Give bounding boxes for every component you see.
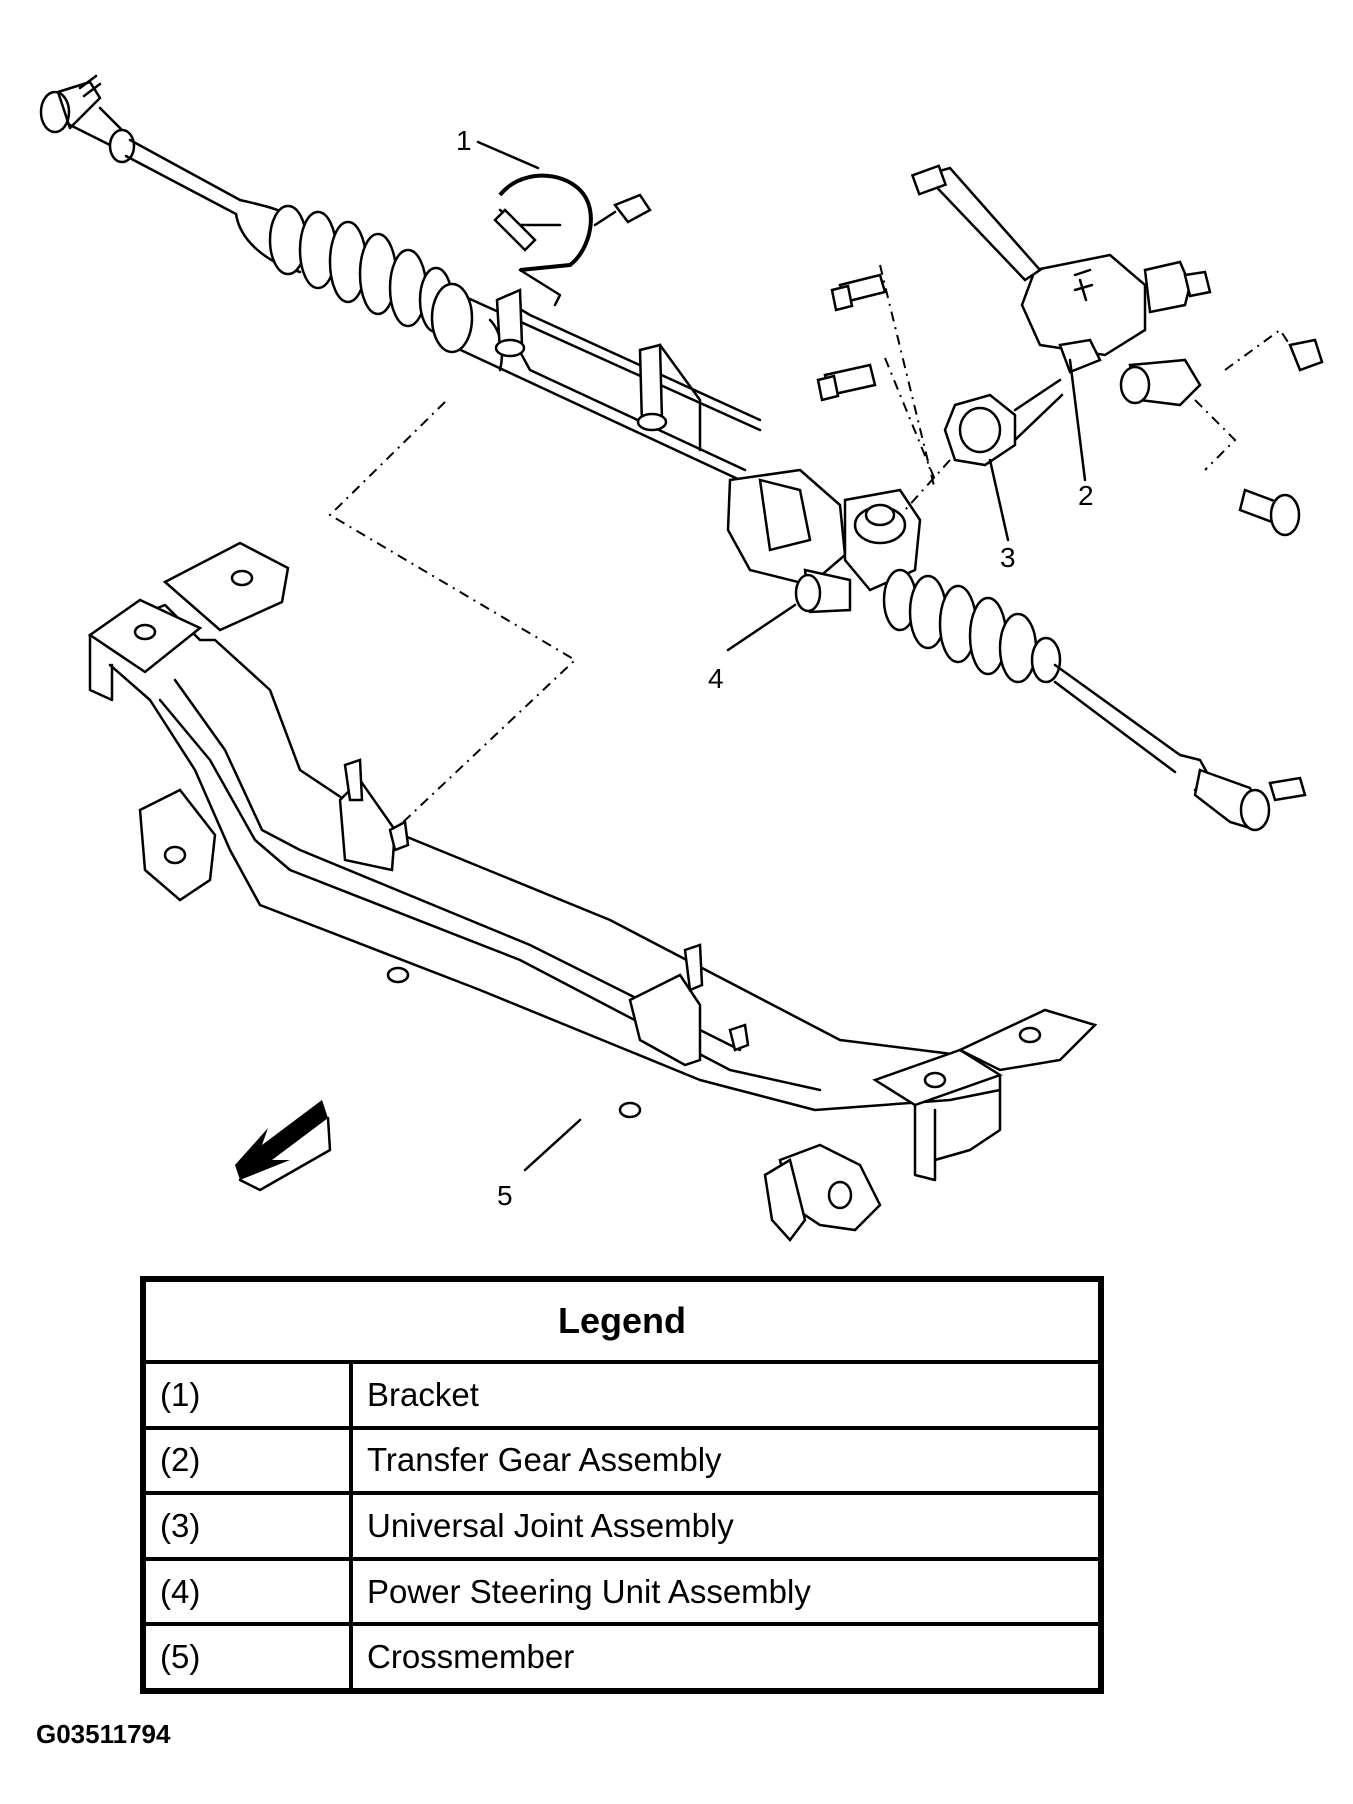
front-direction-arrow-icon xyxy=(235,1100,332,1192)
legend-number: (2) xyxy=(141,1425,353,1496)
legend-row: (3) Universal Joint Assembly xyxy=(141,1491,1103,1561)
left-tie-rod-end xyxy=(39,74,242,216)
legend-header-row: Legend xyxy=(141,1277,1103,1364)
callout-4: 4 xyxy=(708,663,724,694)
universal-joint-part-3 xyxy=(904,378,1064,511)
legend-row: (2) Transfer Gear Assembly xyxy=(141,1425,1103,1496)
legend-title: Legend xyxy=(141,1277,1103,1364)
transfer-gear-part-2 xyxy=(1020,253,1212,407)
legend-label: Bracket xyxy=(349,1360,1103,1430)
callout-1: 1 xyxy=(456,125,472,156)
power-steering-unit-part-4 xyxy=(726,468,922,614)
callout-5: 5 xyxy=(497,1180,513,1211)
legend-table: Legend (1) Bracket (2) Transfer Gear Ass… xyxy=(140,1276,1104,1694)
leader-line-2 xyxy=(1068,358,1087,482)
leader-line-3 xyxy=(988,458,1010,542)
right-tie-rod-end xyxy=(1053,663,1307,832)
leader-line-4 xyxy=(726,603,797,652)
legend-number: (5) xyxy=(141,1622,353,1693)
legend-label: Power Steering Unit Assembly xyxy=(349,1556,1103,1627)
left-bellows-boot xyxy=(234,198,454,334)
leader-line-1 xyxy=(476,140,540,170)
legend-label: Universal Joint Assembly xyxy=(349,1491,1103,1561)
image-code: G03511794 xyxy=(36,1719,171,1749)
legend-label: Transfer Gear Assembly xyxy=(349,1425,1103,1496)
legend-number: (3) xyxy=(141,1491,353,1561)
callout-2: 2 xyxy=(1078,480,1094,511)
leader-line-5 xyxy=(523,1118,582,1172)
legend-row: (4) Power Steering Unit Assembly xyxy=(141,1556,1103,1627)
housing-mount-stud xyxy=(494,288,702,452)
callout-3: 3 xyxy=(1000,542,1016,573)
alignment-guide xyxy=(328,401,577,826)
legend-row: (5) Crossmember xyxy=(141,1622,1103,1693)
rack-housing xyxy=(430,282,762,482)
legend-row: (1) Bracket xyxy=(141,1360,1103,1430)
steering-crossmember-diagram: 1 2 3 4 5 xyxy=(39,74,1324,1242)
mounting-bolts xyxy=(816,164,1324,537)
bracket-part-1 xyxy=(493,173,652,307)
legend-label: Crossmember xyxy=(349,1622,1103,1693)
crossmember-part-5 xyxy=(87,541,1098,1242)
right-bellows-boot xyxy=(882,568,1062,684)
legend-number: (4) xyxy=(141,1556,353,1627)
legend-number: (1) xyxy=(141,1360,353,1430)
